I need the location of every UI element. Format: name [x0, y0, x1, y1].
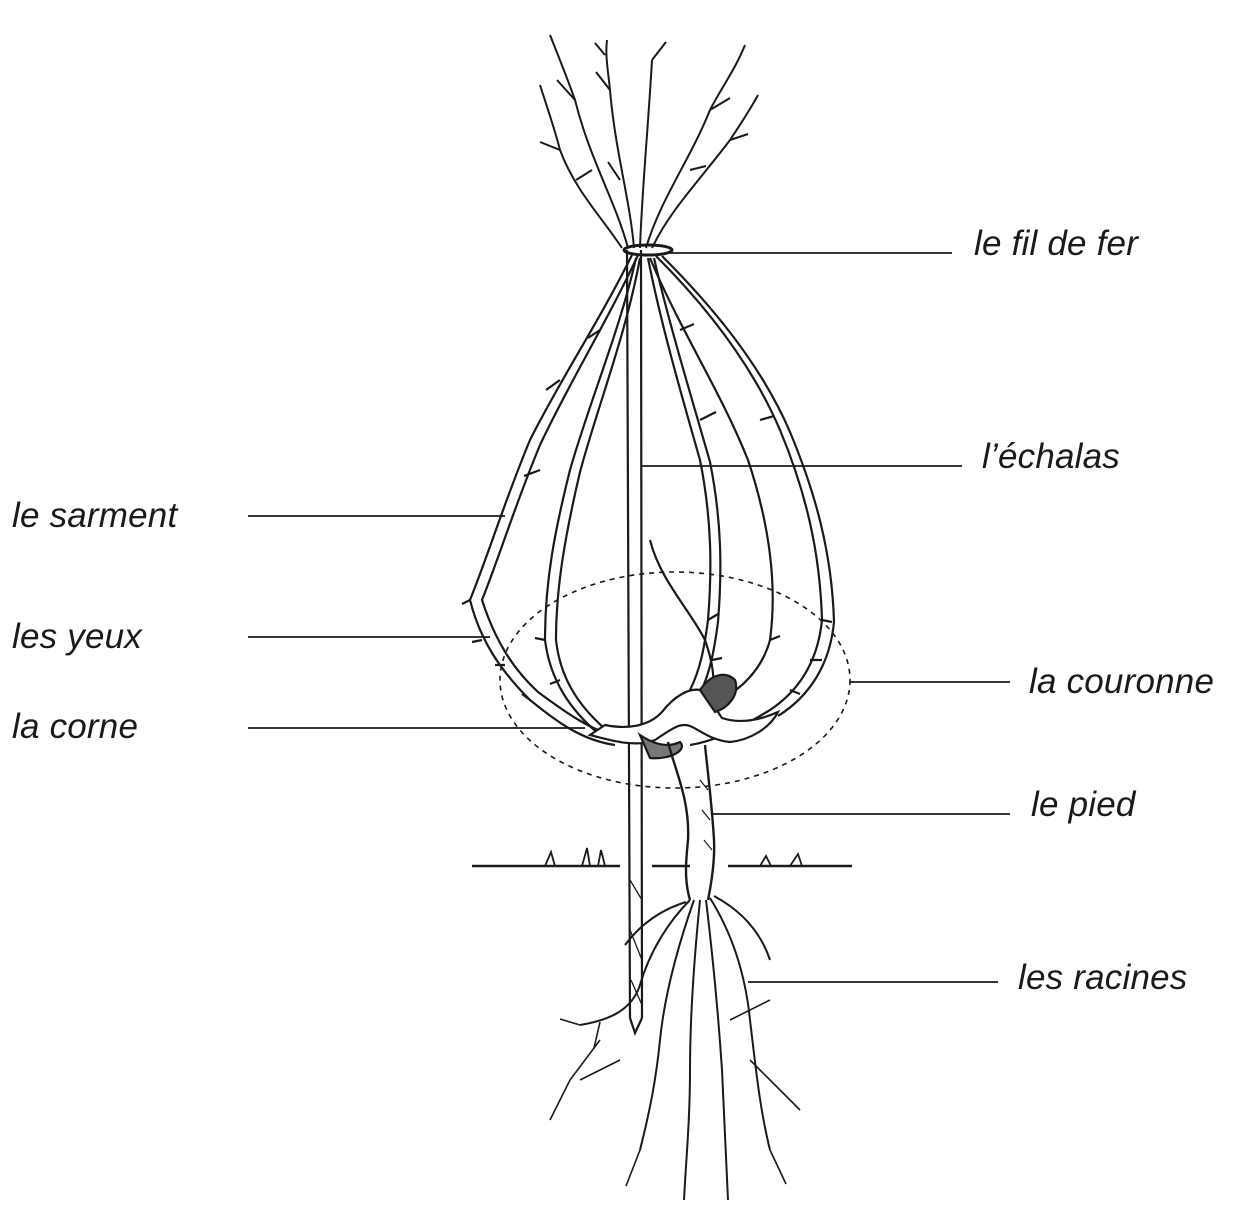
label-yeux: les yeux [12, 617, 142, 657]
label-couronne: la couronne [1029, 662, 1214, 702]
label-corne: la corne [12, 707, 138, 747]
label-fil-de-fer: le fil de fer [974, 224, 1138, 264]
ground-line [472, 848, 852, 866]
label-sarment: le sarment [12, 496, 177, 536]
canes [462, 255, 834, 745]
wire [624, 245, 672, 255]
roots [550, 896, 800, 1200]
crown-outline [500, 572, 850, 788]
stake [627, 250, 642, 1033]
label-racines: les racines [1018, 958, 1188, 998]
trunk [668, 742, 714, 900]
label-echalas: l’échalas [982, 437, 1120, 477]
label-pied: le pied [1031, 785, 1136, 825]
crown [590, 675, 778, 758]
top-shoots [540, 35, 758, 248]
